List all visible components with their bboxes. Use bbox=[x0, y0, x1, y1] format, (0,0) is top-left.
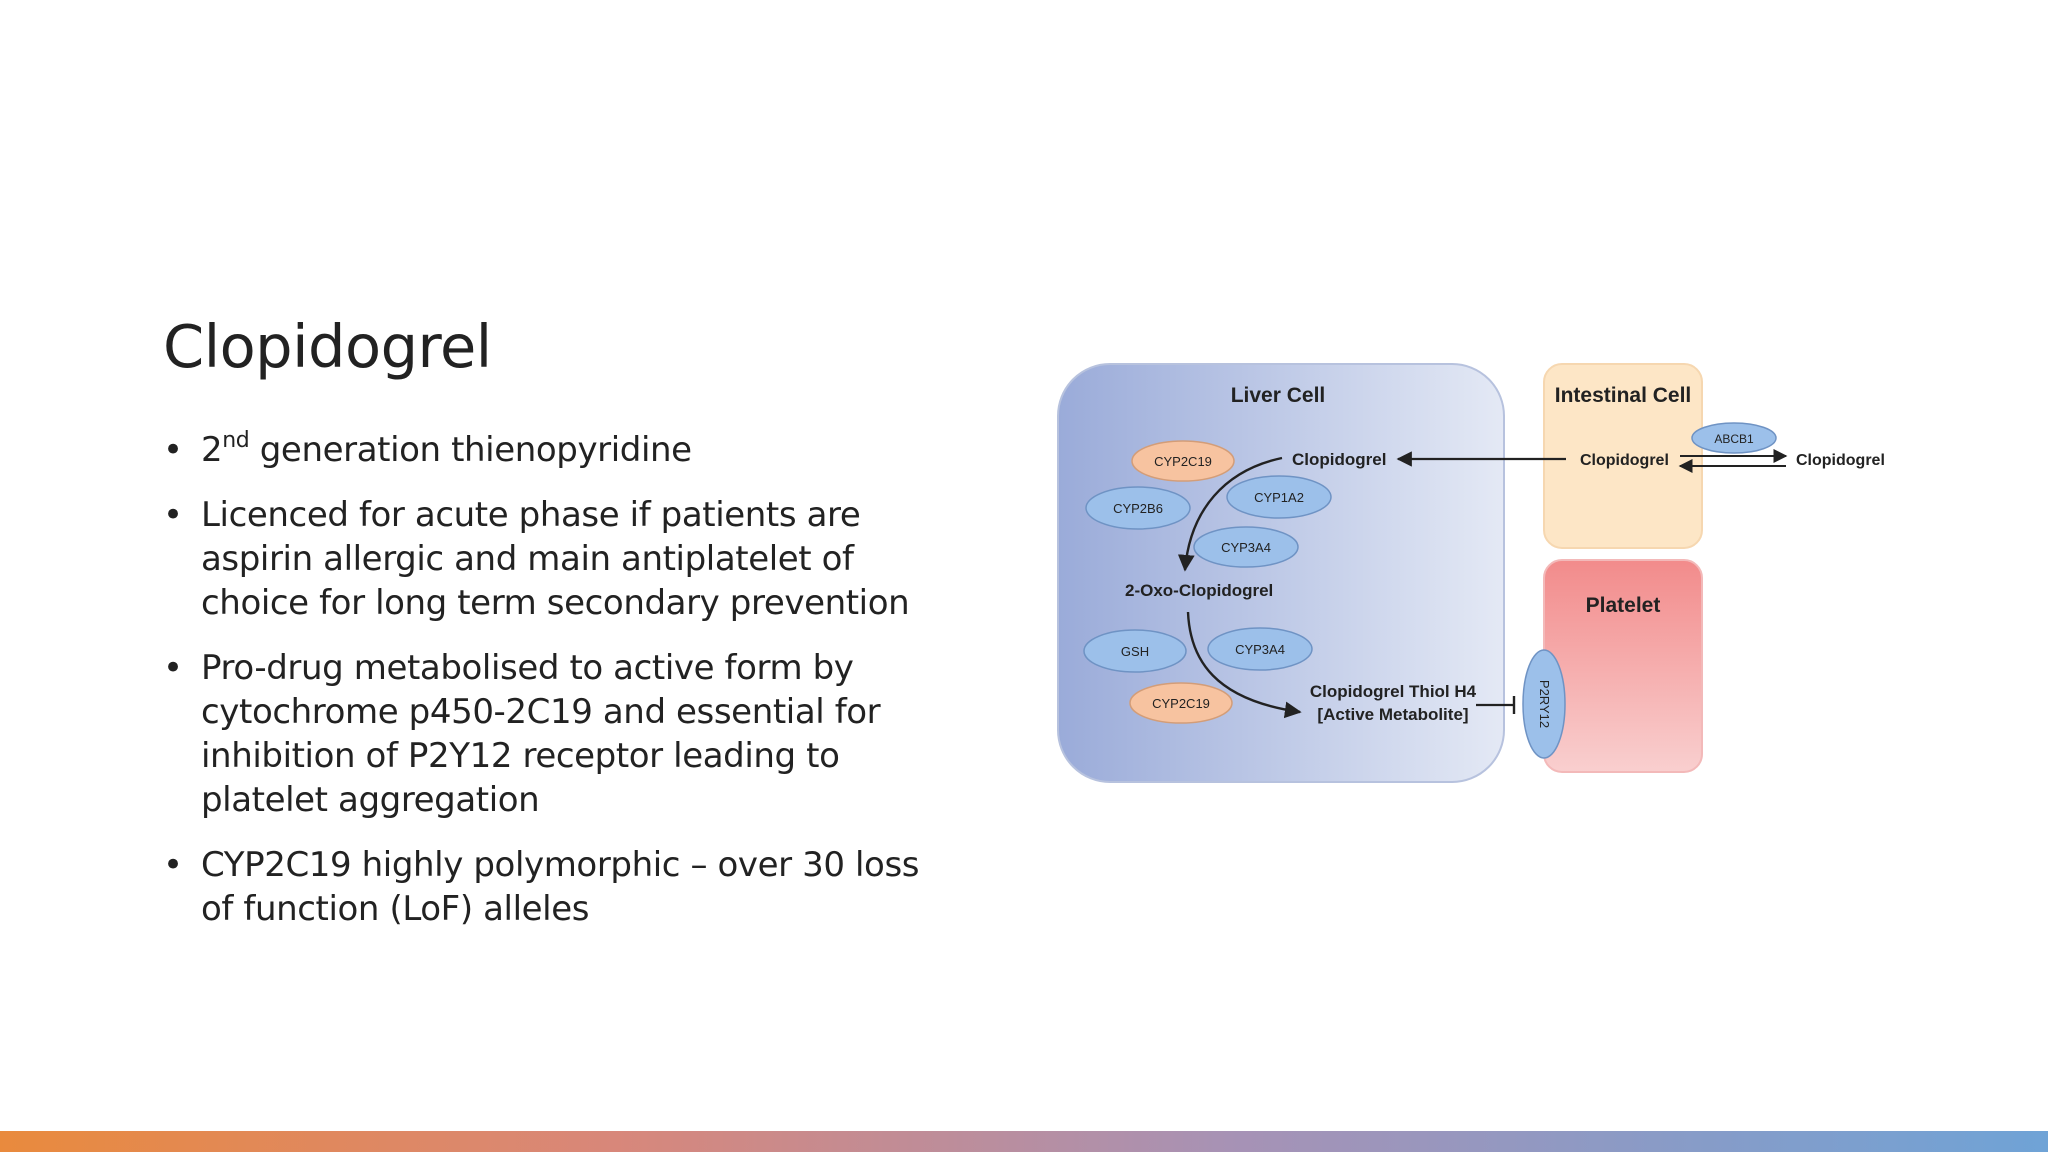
enzyme-label: ABCB1 bbox=[1714, 432, 1754, 446]
transporter-abcb1 bbox=[1691, 422, 1777, 454]
bullet-line: aspirin allergic and main antiplatelet o… bbox=[201, 539, 854, 579]
bullet-line: Pro-drug metabolised to active form by bbox=[201, 648, 854, 688]
slide-title: Clopidogrel bbox=[163, 312, 492, 381]
bullet-line: cytochrome p450-2C19 and essential for bbox=[201, 692, 881, 732]
thiol-metabolite-label-2: [Active Metabolite] bbox=[1317, 705, 1468, 724]
platelet-label: Platelet bbox=[1586, 594, 1661, 617]
liver-cell-label: Liver Cell bbox=[1231, 384, 1326, 407]
enzyme-label: CYP3A4 bbox=[1235, 642, 1285, 657]
enzyme-cyp3a4-bottom bbox=[1207, 627, 1313, 671]
bullet-line: inhibition of P2Y12 receptor leading to bbox=[201, 736, 840, 776]
bullet-dot: • bbox=[163, 495, 183, 535]
enzyme-label: CYP2C19 bbox=[1154, 454, 1212, 469]
bullet-item: • Pro-drug metabolised to active form by… bbox=[163, 646, 943, 822]
bullet-list: • 2nd generation thienopyridine • Licenc… bbox=[163, 428, 943, 952]
bullet-line: of function (LoF) alleles bbox=[201, 889, 590, 929]
enzyme-label: CYP1A2 bbox=[1254, 490, 1304, 505]
enzyme-label: CYP2B6 bbox=[1113, 501, 1163, 516]
bullet-item: • Licenced for acute phase if patients a… bbox=[163, 493, 943, 625]
thiol-metabolite-label-1: Clopidogrel Thiol H4 bbox=[1310, 682, 1477, 701]
clopidogrel-lumen-label: Clopidogrel bbox=[1796, 452, 1885, 469]
bullet-line: platelet aggregation bbox=[201, 780, 540, 820]
enzyme-cyp2c19-top bbox=[1131, 440, 1235, 482]
bullet-line: CYP2C19 highly polymorphic – over 30 los… bbox=[201, 845, 920, 885]
enzyme-cyp1a2 bbox=[1226, 475, 1332, 519]
bullet-dot: • bbox=[163, 845, 183, 885]
bullet-line: choice for long term secondary preventio… bbox=[201, 583, 910, 623]
clopidogrel-liver-label: Clopidogrel bbox=[1292, 450, 1386, 469]
enzyme-gsh bbox=[1083, 629, 1187, 673]
enzyme-label: CYP3A4 bbox=[1221, 540, 1271, 555]
enzyme-label: GSH bbox=[1121, 644, 1149, 659]
enzyme-cyp2c19-bottom bbox=[1129, 682, 1233, 724]
clopidogrel-intestine-label: Clopidogrel bbox=[1580, 452, 1669, 469]
arrow-oxo-to-thiol bbox=[1186, 611, 1302, 719]
enzyme-label: P2RY12 bbox=[1537, 680, 1552, 728]
bullet-line: Licenced for acute phase if patients are bbox=[201, 495, 861, 535]
enzyme-label: CYP2C19 bbox=[1152, 696, 1210, 711]
bullet-item: • CYP2C19 highly polymorphic – over 30 l… bbox=[163, 843, 943, 931]
bullet-dot: • bbox=[163, 648, 183, 688]
arrow-clopidogrel-to-oxo bbox=[1177, 456, 1283, 572]
bullet-dot: • bbox=[163, 430, 183, 470]
receptor-p2y12 bbox=[1522, 649, 1566, 759]
oxo-clopidogrel-label: 2-Oxo-Clopidogrel bbox=[1125, 581, 1273, 600]
enzyme-cyp2b6 bbox=[1085, 486, 1191, 530]
bullet-text-pre: 2 bbox=[201, 430, 223, 470]
intestinal-cell-label: Intestinal Cell bbox=[1555, 384, 1692, 407]
enzyme-cyp3a4-top bbox=[1193, 526, 1299, 568]
footer-gradient-bar bbox=[0, 1131, 2048, 1152]
bullet-superscript: nd bbox=[222, 427, 250, 453]
platelet-box bbox=[1543, 559, 1703, 773]
bullet-item: • 2nd generation thienopyridine bbox=[163, 428, 943, 472]
bullet-text: generation thienopyridine bbox=[249, 430, 692, 470]
